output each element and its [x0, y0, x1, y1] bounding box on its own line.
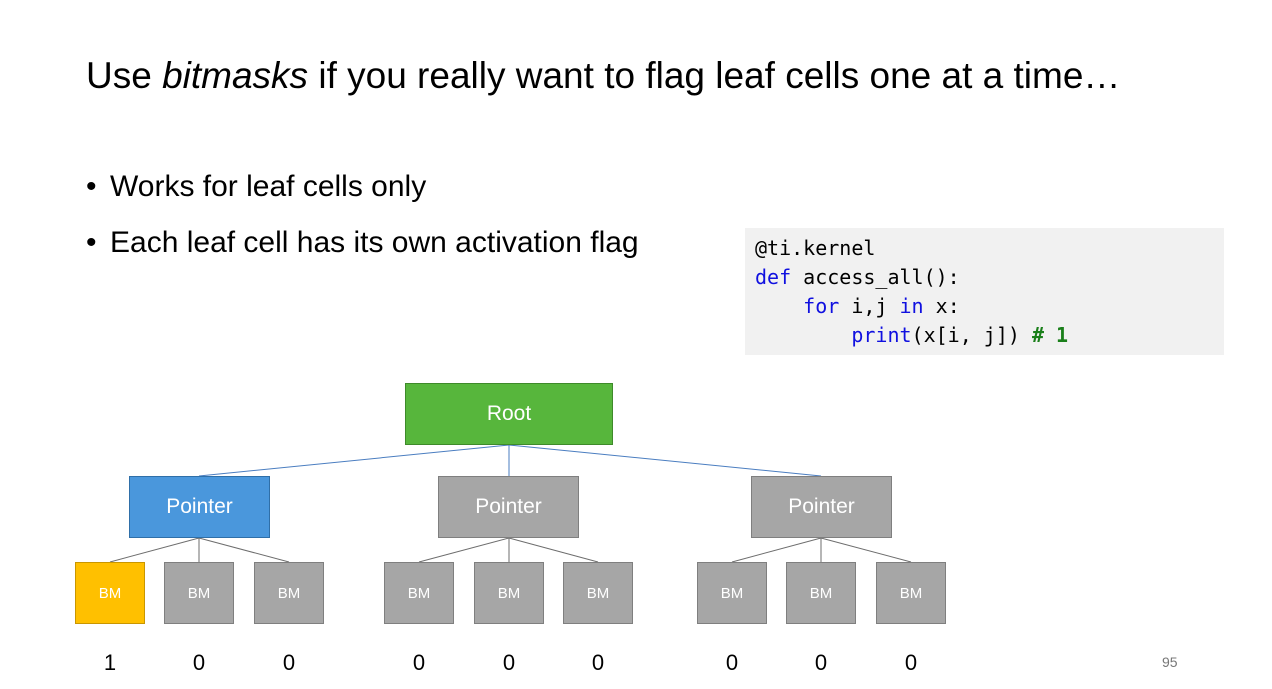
bitmask-node: BM	[876, 562, 946, 624]
bullet-item: Works for leaf cells only	[86, 168, 686, 206]
code-text: x:	[923, 294, 960, 318]
title-emphasis: bitmasks	[162, 55, 309, 96]
edge-pointer-bm	[109, 537, 200, 563]
bitmask-node: BM	[786, 562, 856, 624]
activation-flag: 0	[904, 650, 918, 675]
edge-pointer-bm	[820, 537, 912, 563]
code-text: i,j	[839, 294, 900, 318]
edge-pointer-bm	[731, 537, 822, 563]
bitmask-node: BM	[474, 562, 544, 624]
activation-flag: 0	[725, 650, 739, 675]
code-comment: # 1	[1031, 323, 1069, 347]
code-keyword: for	[803, 294, 840, 318]
activation-flag: 0	[502, 650, 516, 675]
code-text: (x[i, j])	[911, 323, 1032, 347]
edge-pointer-bm	[198, 537, 290, 563]
pointer-node: Pointer	[751, 476, 892, 538]
activation-flag: 0	[192, 650, 206, 675]
bullet-list: Works for leaf cells only Each leaf cell…	[86, 168, 686, 280]
bitmask-node: BM	[563, 562, 633, 624]
bitmask-node: BM	[254, 562, 324, 624]
bitmask-node: BM	[384, 562, 454, 624]
code-decorator: @ti.kernel	[755, 236, 876, 260]
code-keyword: def	[755, 265, 792, 289]
code-keyword: in	[899, 294, 924, 318]
title-prefix: Use	[86, 55, 163, 96]
code-block: @ti.kernel def access_all(): for i,j in …	[745, 228, 1224, 355]
bitmask-node-active: BM	[75, 562, 145, 624]
edge-pointer-bm	[508, 537, 599, 563]
activation-flag: 0	[282, 650, 296, 675]
code-builtin: print	[851, 323, 912, 347]
bullet-item: Each leaf cell has its own activation fl…	[86, 224, 686, 262]
edge-root-pointer-1	[198, 444, 510, 477]
code-text: access_all():	[791, 265, 960, 289]
edge-root-pointer-3	[508, 444, 822, 477]
activation-flag: 0	[591, 650, 605, 675]
page-number: 95	[1162, 654, 1178, 670]
activation-flag: 1	[103, 650, 117, 675]
activation-flag: 0	[412, 650, 426, 675]
bitmask-node: BM	[697, 562, 767, 624]
title-suffix: if you really want to flag leaf cells on…	[308, 55, 1121, 96]
bitmask-node: BM	[164, 562, 234, 624]
activation-flag: 0	[814, 650, 828, 675]
pointer-node-active: Pointer	[129, 476, 270, 538]
root-node: Root	[405, 383, 613, 445]
edge-pointer-bm	[418, 537, 510, 563]
pointer-node: Pointer	[438, 476, 579, 538]
slide-title: Use bitmasks if you really want to flag …	[86, 52, 1120, 100]
